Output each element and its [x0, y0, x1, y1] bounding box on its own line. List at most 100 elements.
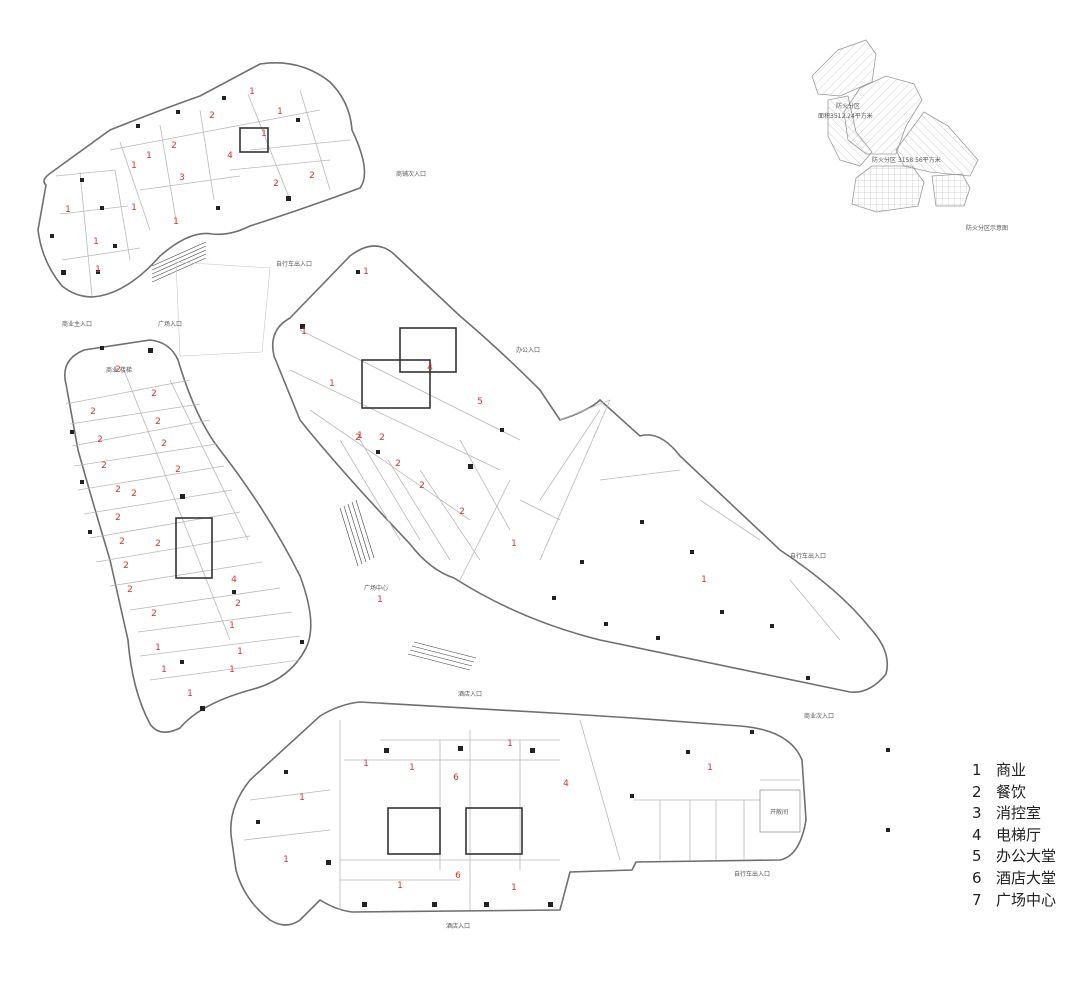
legend-label: 餐饮: [996, 782, 1027, 801]
room-label: 2: [115, 513, 121, 523]
plaza: [175, 261, 477, 671]
legend-label: 电梯厅: [996, 825, 1042, 844]
core-d2: [465, 807, 523, 855]
fire-zone-keymap: 防火分区 面积3512.24平方米 防火分区 3158.56平方米 防火分区示意…: [811, 39, 1008, 232]
zone-a-shape: [811, 39, 877, 97]
core-a: [239, 127, 269, 153]
hotel-entrance-top-label: 酒店入口: [458, 690, 482, 698]
room-label: 1: [363, 267, 369, 277]
room-label: 1: [161, 665, 167, 675]
room-label: 4: [427, 363, 433, 373]
room-label: 2: [355, 433, 361, 443]
commercial-secondary-entrance-label: 商业次入口: [804, 712, 834, 720]
building-b: [64, 339, 312, 733]
room-label: 1: [95, 265, 101, 275]
room-label: 2: [115, 485, 121, 495]
room-label: 2: [151, 609, 157, 619]
room-label: 2: [101, 461, 107, 471]
room-label: 1: [329, 379, 335, 389]
commercial-main-entrance-label: 商业主入口: [62, 320, 92, 328]
room-label: 2: [395, 459, 401, 469]
legend-number: 1: [972, 761, 982, 779]
building-c: [271, 245, 889, 693]
room-label: 2: [155, 539, 161, 549]
building-d-outline: [230, 701, 807, 926]
room-label: 1: [357, 431, 363, 441]
room-label: 4: [227, 151, 233, 161]
legend-item: 4 电梯厅: [972, 825, 1056, 847]
legend-number: 4: [972, 825, 982, 844]
zone-e-shape: [851, 165, 925, 213]
room-label: 1: [237, 647, 243, 657]
room-label: 1: [173, 217, 179, 227]
commercial-entrance-label: 商铺次入口: [396, 170, 426, 178]
room-label: 2: [155, 417, 161, 427]
open-space-label: 开敞间: [770, 808, 788, 816]
open-space-room: [759, 789, 801, 833]
legend-number: 3: [972, 804, 982, 823]
hotel-entrance-bottom-label: 酒店入口: [446, 922, 470, 930]
core-b: [175, 517, 213, 579]
room-label: 1: [511, 883, 517, 893]
room-label: 1: [229, 621, 235, 631]
columns: [50, 96, 890, 907]
room-label: 1: [409, 763, 415, 773]
room-label: 1: [707, 763, 713, 773]
building-b-outline: [64, 339, 312, 733]
room-label: 1: [249, 87, 255, 97]
room-label: 2: [131, 489, 137, 499]
room-label: 2: [97, 435, 103, 445]
room-label: 1: [301, 327, 307, 337]
room-label: 2: [235, 599, 241, 609]
room-label: 5: [477, 397, 483, 407]
legend-label: 广场中心: [996, 890, 1057, 909]
keymap-area-label-2: 防火分区 3158.56平方米: [872, 156, 941, 164]
room-label: 1: [299, 793, 305, 803]
room-label: 2: [459, 507, 465, 517]
room-label: 1: [93, 237, 99, 247]
room-label: 2: [123, 561, 129, 571]
bike-entrance-label: 自行车出入口: [276, 260, 312, 268]
escalator-plaza-1: [339, 499, 375, 567]
room-label: 2: [151, 389, 157, 399]
legend-number: 7: [972, 890, 982, 909]
room-label: 3: [179, 173, 185, 183]
plaza-entrance-label: 广场入口: [158, 320, 182, 328]
bike-entrance-right-label: 自行车出入口: [790, 552, 826, 560]
legend-item: 7 广场中心: [972, 890, 1056, 912]
building-c-outline: [271, 245, 889, 693]
room-label: 2: [90, 407, 96, 417]
room-label: 1: [397, 881, 403, 891]
legend-label: 办公大堂: [996, 847, 1057, 866]
legend-label: 商业: [996, 761, 1027, 779]
room-label: 2: [127, 585, 133, 595]
room-label: 6: [455, 871, 461, 881]
office-entrance-label: 办公入口: [516, 346, 540, 354]
room-label: 2: [419, 481, 425, 491]
room-label: 1: [146, 151, 152, 161]
room-label: 1: [155, 643, 161, 653]
room-label: 1: [507, 739, 513, 749]
room-label: 2: [379, 433, 385, 443]
building-a-outline: [37, 62, 366, 298]
room-label: 1: [363, 759, 369, 769]
keymap-caption: 防火分区示意图: [966, 224, 1008, 232]
building-d: [230, 701, 807, 926]
room-label: 1: [187, 689, 193, 699]
legend-label: 酒店大堂: [996, 868, 1057, 887]
room-label: 1: [511, 539, 517, 549]
building-a: [37, 62, 366, 298]
room-label: 1: [377, 595, 383, 605]
room-label: 2: [309, 171, 315, 181]
keymap-area-value-1: 面积3512.24平方米: [818, 112, 873, 120]
room-label: 1: [65, 205, 71, 215]
escalator-plaza-2: [407, 641, 477, 671]
room-label: 1: [701, 575, 707, 585]
core-c2: [399, 327, 457, 373]
zone-f-shape: [931, 173, 971, 207]
room-label: 1: [131, 161, 137, 171]
room-label: 2: [171, 141, 177, 151]
